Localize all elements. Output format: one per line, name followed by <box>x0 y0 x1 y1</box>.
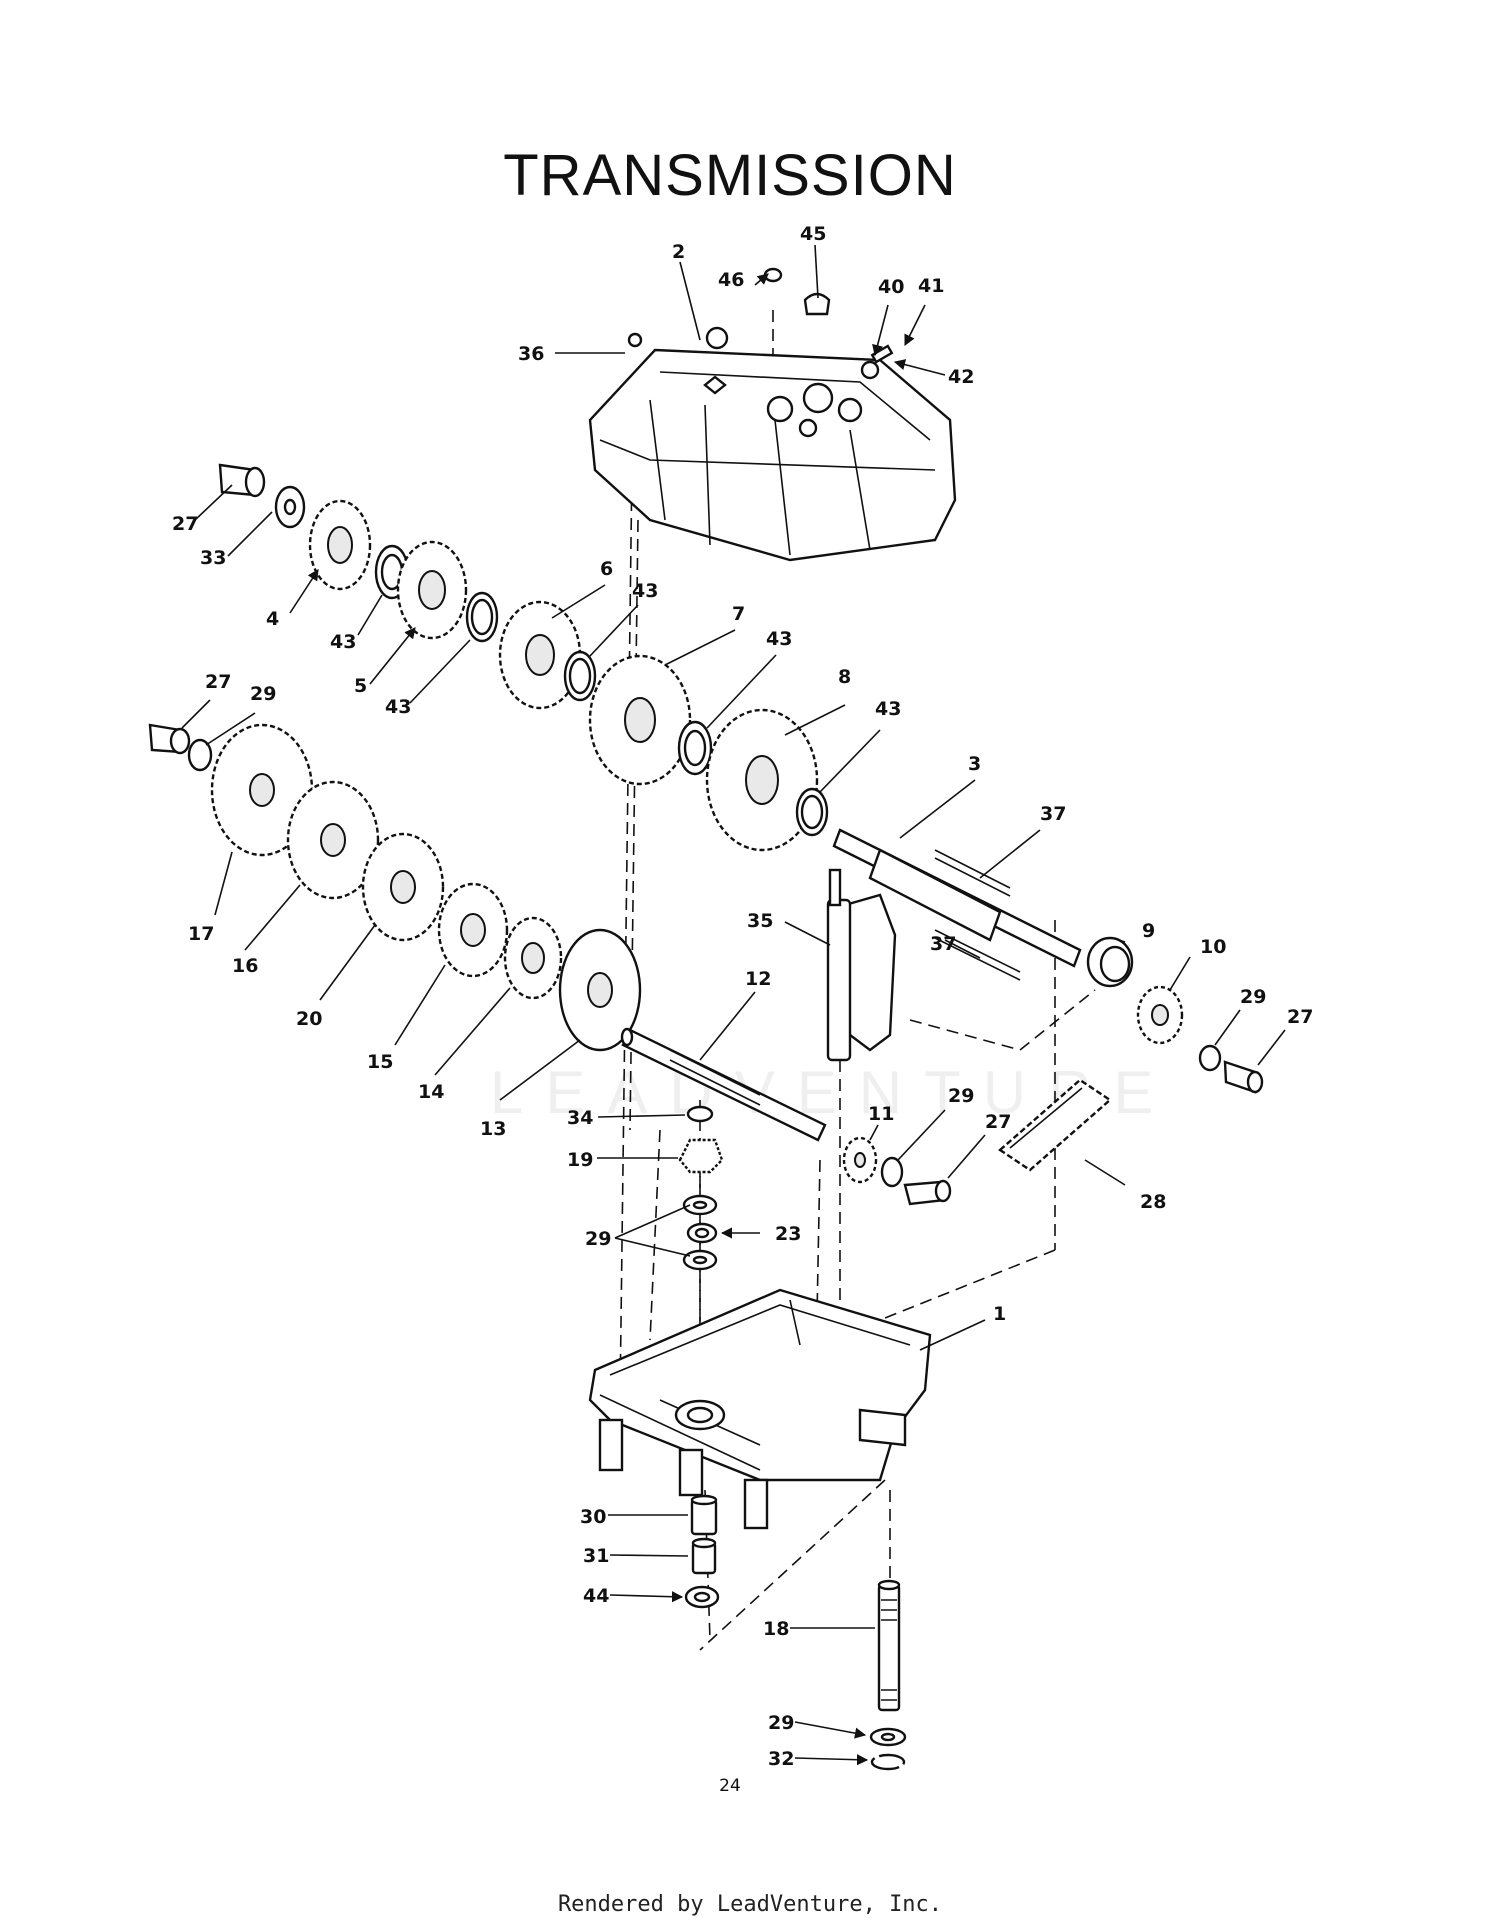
callout-29-bottom: 29 <box>768 1712 794 1734</box>
callout-46: 46 <box>718 269 744 291</box>
callout-45: 45 <box>800 223 826 245</box>
callout-29-center: 29 <box>585 1228 611 1250</box>
callout-2: 2 <box>672 241 685 263</box>
callout-43-a: 43 <box>330 631 356 653</box>
shift-fork-35 <box>826 868 897 1062</box>
bottom-small-parts <box>684 1494 907 1771</box>
top-cover-housing <box>588 326 957 562</box>
callout-4: 4 <box>266 608 279 630</box>
callout-29-right: 29 <box>1240 986 1266 1008</box>
upper-gear-row <box>218 463 829 852</box>
right-side-parts <box>842 936 1264 1206</box>
callout-43-d: 43 <box>766 628 792 650</box>
callout-29-mid: 29 <box>948 1085 974 1107</box>
callout-17: 17 <box>188 923 214 945</box>
callout-34: 34 <box>567 1107 593 1129</box>
callout-44: 44 <box>583 1585 609 1607</box>
callout-32: 32 <box>768 1748 794 1770</box>
callout-43-e: 43 <box>875 698 901 720</box>
bottom-case-housing <box>588 1288 932 1530</box>
callout-14: 14 <box>418 1081 444 1103</box>
callout-3: 3 <box>968 753 981 775</box>
callout-6: 6 <box>600 558 613 580</box>
callout-7: 7 <box>732 603 745 625</box>
shaft-12 <box>620 1027 827 1142</box>
callout-35: 35 <box>747 910 773 932</box>
callout-8: 8 <box>838 666 851 688</box>
callout-13: 13 <box>480 1118 506 1140</box>
callout-23: 23 <box>775 1223 801 1245</box>
lower-gear-row <box>148 723 642 1052</box>
callout-29-left: 29 <box>250 683 276 705</box>
callout-20: 20 <box>296 1008 322 1030</box>
callout-19: 19 <box>567 1149 593 1171</box>
top-small-parts <box>627 267 894 364</box>
page-title: TRANSMISSION <box>503 143 957 208</box>
leader-lines <box>181 244 1286 1766</box>
callout-5: 5 <box>354 675 367 697</box>
callout-43-b: 43 <box>385 696 411 718</box>
callout-11: 11 <box>868 1103 894 1125</box>
shaft-3-assembly <box>832 828 1082 981</box>
callout-36: 36 <box>518 343 544 365</box>
callout-16: 16 <box>232 955 258 977</box>
callout-27-mid: 27 <box>985 1111 1011 1133</box>
callout-37-bottom: 37 <box>930 933 956 955</box>
callout-27-top: 27 <box>172 513 198 535</box>
callout-30: 30 <box>580 1506 606 1528</box>
center-small-parts <box>678 1105 724 1271</box>
callout-43-c: 43 <box>632 580 658 602</box>
callout-18: 18 <box>763 1618 789 1640</box>
page-number: 24 <box>719 1776 741 1796</box>
callout-40: 40 <box>878 276 904 298</box>
footer-credit: Rendered by LeadVenture, Inc. <box>557 1892 943 1917</box>
callout-31: 31 <box>583 1545 609 1567</box>
callout-10: 10 <box>1200 936 1226 958</box>
callout-27-left: 27 <box>205 671 231 693</box>
callout-15: 15 <box>367 1051 393 1073</box>
callout-41: 41 <box>918 275 944 297</box>
callout-9: 9 <box>1142 920 1155 942</box>
callout-27-right: 27 <box>1287 1006 1313 1028</box>
callout-33: 33 <box>200 547 226 569</box>
callout-28: 28 <box>1140 1191 1166 1213</box>
callout-1: 1 <box>993 1303 1006 1325</box>
callout-37-top: 37 <box>1040 803 1066 825</box>
callout-12: 12 <box>745 968 771 990</box>
callout-labels: 2 45 46 40 41 42 36 27 33 4 43 5 43 6 43… <box>172 223 1313 1770</box>
exploded-parts-diagram: 2 45 46 40 41 42 36 27 33 4 43 5 43 6 43… <box>148 223 1313 1771</box>
callout-42: 42 <box>948 366 974 388</box>
